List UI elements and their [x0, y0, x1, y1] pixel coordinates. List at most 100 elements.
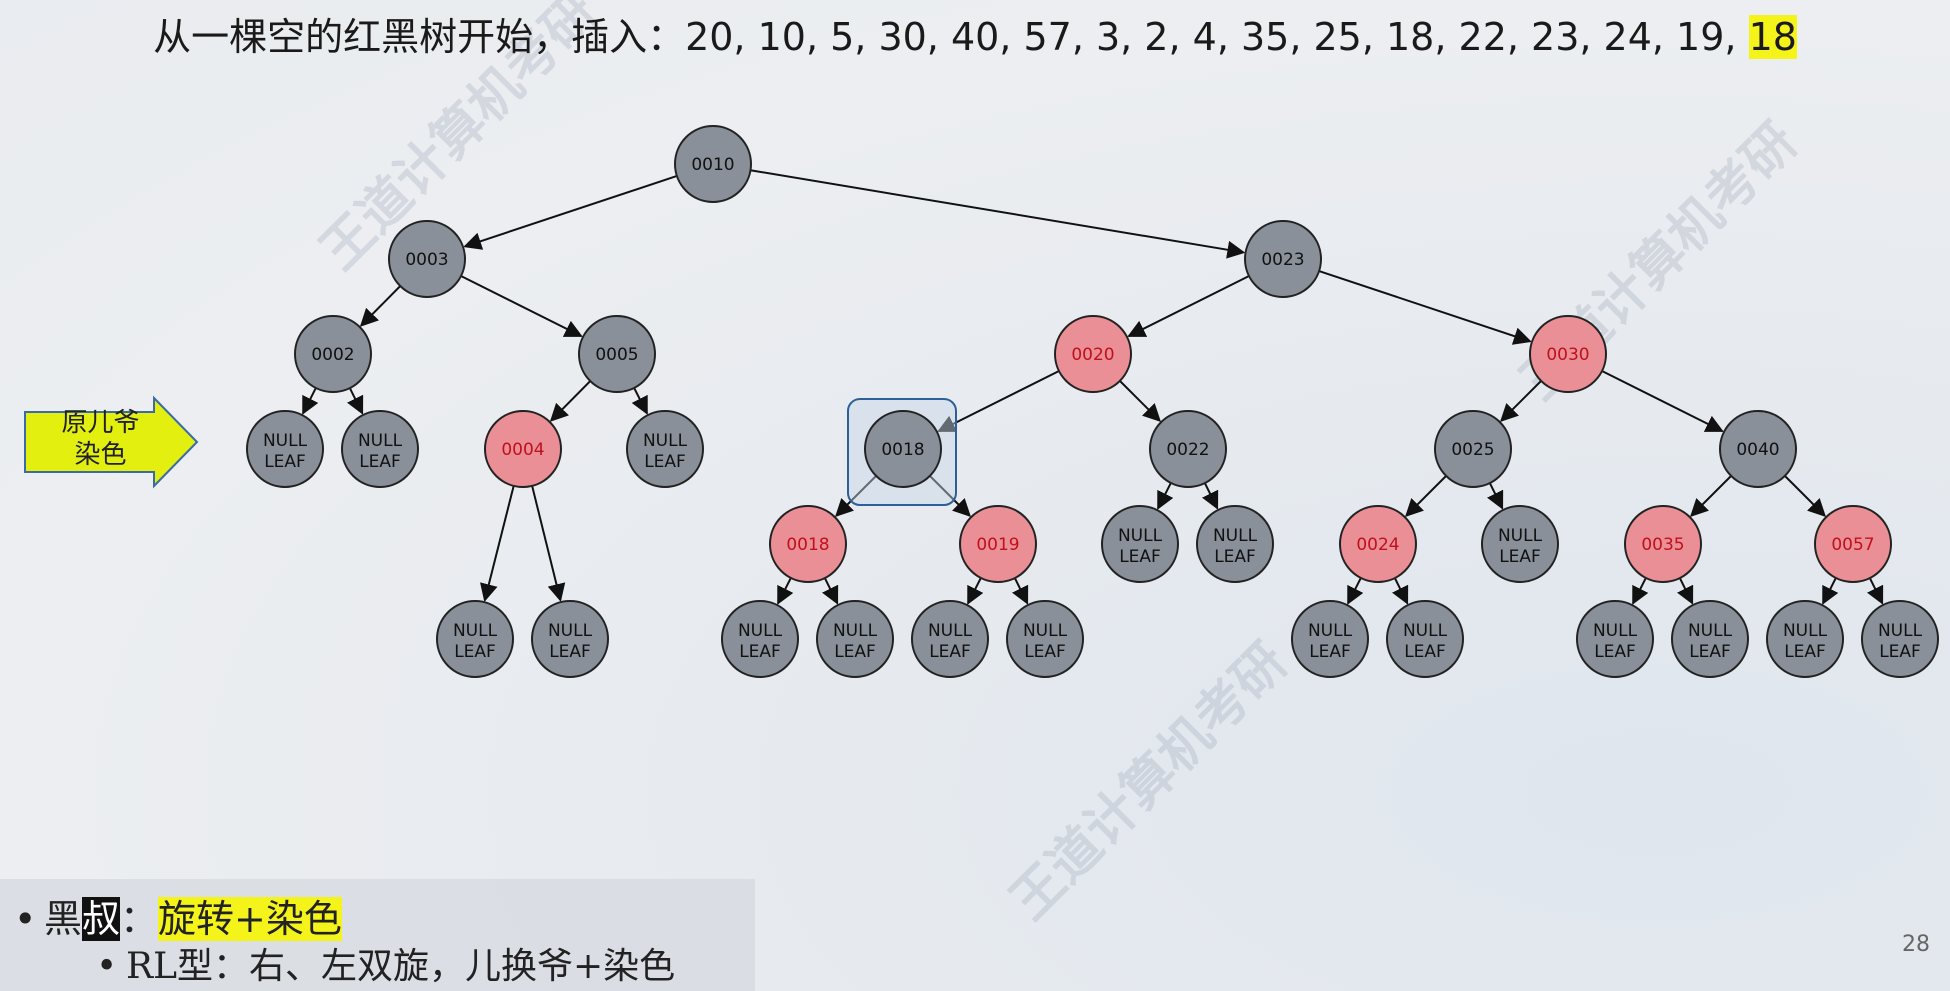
leaf-label-line-1: NULL	[1213, 526, 1258, 546]
node-circle	[1529, 315, 1607, 393]
node-circle	[388, 220, 466, 298]
leaf-label-line-1: NULL	[548, 621, 593, 641]
leaf-circle	[246, 410, 324, 488]
leaf-label-line-2: LEAF	[454, 642, 496, 662]
node-label: 0024	[1356, 535, 1399, 555]
tree-edge	[1119, 380, 1161, 422]
leaf-edge	[1202, 482, 1219, 510]
leaf-label-line-1: NULL	[1498, 526, 1543, 546]
leaf-label-line-1: NULL	[1403, 621, 1448, 641]
leaf-circle	[1101, 505, 1179, 583]
node-circle	[578, 315, 656, 393]
node-label: 0003	[405, 250, 448, 270]
callout-arrow	[24, 395, 199, 489]
leaf-circle	[1006, 600, 1084, 678]
leaf-label-line-1: NULL	[738, 621, 783, 641]
tree-edge	[937, 370, 1060, 433]
notes-panel	[0, 879, 755, 991]
leaf-label-line-1: NULL	[1023, 621, 1068, 641]
tree-node: 0004	[484, 410, 562, 488]
node-label: 0057	[1831, 535, 1874, 555]
tree-edge	[1601, 370, 1724, 433]
leaf-circle	[816, 600, 894, 678]
leaf-label-line-1: NULL	[453, 621, 498, 641]
bullet-2-text: RL型：右、左双旋，儿换爷+染色	[126, 946, 676, 987]
leaf-label-line-2: LEAF	[929, 642, 971, 662]
tree-node: 0024	[1339, 505, 1417, 583]
tree-node: 0003	[388, 220, 466, 298]
leaf-edge	[1822, 577, 1839, 605]
node-circle	[1339, 505, 1417, 583]
leaf-circle	[626, 410, 704, 488]
leaf-label-line-1: NULL	[1308, 621, 1353, 641]
node-label: 0025	[1451, 440, 1494, 460]
leaf-label-line-2: LEAF	[1594, 642, 1636, 662]
node-label: 0010	[691, 155, 734, 175]
tree-node: 0040	[1719, 410, 1797, 488]
leaf-edge	[1487, 482, 1504, 510]
tree-edge	[463, 175, 678, 250]
leaf-circle	[1386, 600, 1464, 678]
leaf-edge	[777, 577, 794, 605]
tree-node: 0023	[1244, 220, 1322, 298]
tree-node: 0035	[1624, 505, 1702, 583]
leaf-label-line-1: NULL	[358, 431, 403, 451]
node-label: 0005	[595, 345, 638, 365]
node-label: 0040	[1736, 440, 1779, 460]
node-circle	[1624, 505, 1702, 583]
leaf-edge	[1012, 577, 1029, 605]
tree-node: 0018	[769, 505, 847, 583]
leaf-edge	[1347, 577, 1364, 605]
leaf-edge	[347, 387, 364, 415]
leaf-label-line-1: NULL	[1118, 526, 1163, 546]
leaf-edge	[480, 485, 515, 602]
node-circle	[674, 125, 752, 203]
node-circle	[1434, 410, 1512, 488]
leaf-label-line-2: LEAF	[1119, 547, 1161, 567]
tree-edge	[549, 380, 591, 422]
leaf-label-line-1: NULL	[1688, 621, 1733, 641]
tree-node: 0002	[294, 315, 372, 393]
leaf-label-line-1: NULL	[643, 431, 688, 451]
tree-node: 0025	[1434, 410, 1512, 488]
node-label: 0035	[1641, 535, 1684, 555]
leaf-label-line-2: LEAF	[1404, 642, 1446, 662]
bullet-1-inverted: 叔	[82, 897, 121, 941]
callout-line-1: 原儿爷	[61, 408, 140, 438]
leaf-label-line-2: LEAF	[834, 642, 876, 662]
tree-edge	[750, 169, 1246, 259]
tree-edge	[929, 475, 971, 517]
bullet-1: •黑叔：旋转+染色	[14, 888, 342, 943]
leaf-edge	[1677, 577, 1694, 605]
leaf-edge	[631, 387, 648, 415]
tree-edge	[1500, 380, 1542, 422]
leaf-label-line-1: NULL	[833, 621, 878, 641]
leaf-label-line-1: NULL	[928, 621, 973, 641]
leaf-circle	[721, 600, 799, 678]
bullet-1-prefix: 黑	[44, 897, 83, 941]
leaf-label-line-2: LEAF	[1214, 547, 1256, 567]
tree-edge	[1318, 270, 1532, 345]
tree-edge	[359, 285, 401, 327]
node-label: 0002	[311, 345, 354, 365]
tree-node: 0019	[959, 505, 1037, 583]
leaf-circle	[1481, 505, 1559, 583]
tree-edge	[1784, 475, 1826, 517]
node-label: 0020	[1071, 345, 1114, 365]
bullet-1-highlight: 旋转+染色	[158, 897, 342, 941]
leaf-label-line-1: NULL	[263, 431, 308, 451]
